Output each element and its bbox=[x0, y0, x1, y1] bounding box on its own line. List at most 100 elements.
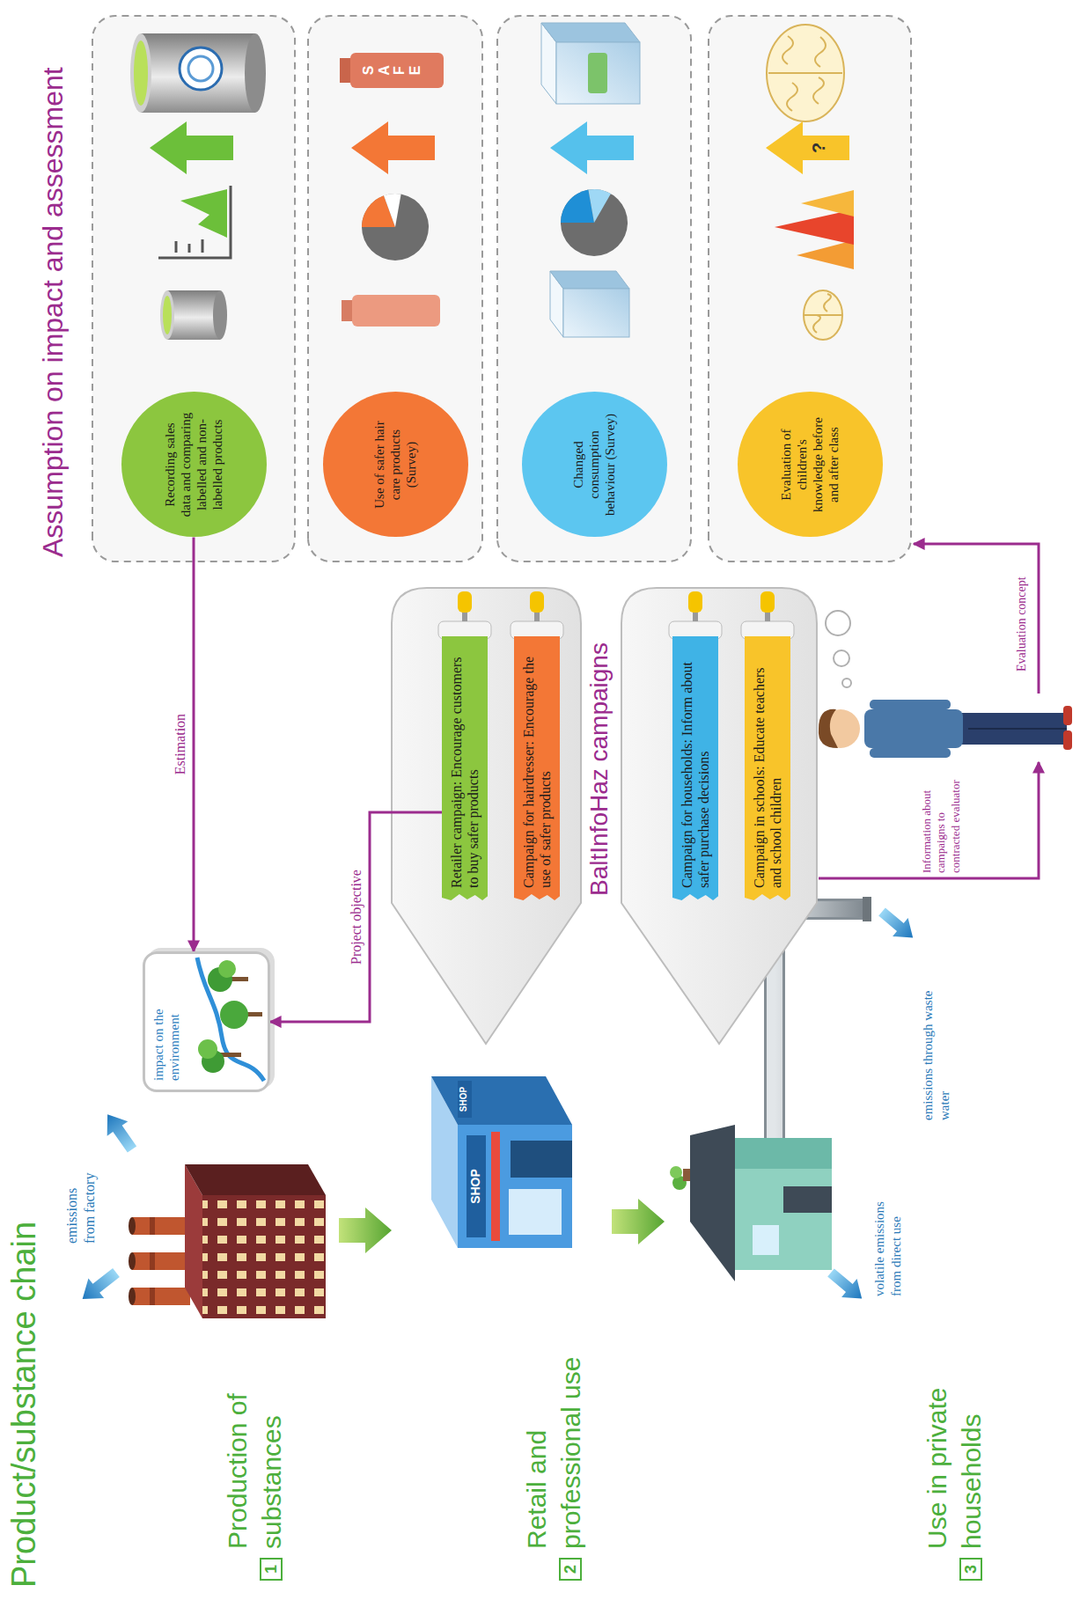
waste-water-pipe bbox=[862, 896, 872, 922]
house bbox=[669, 1124, 832, 1282]
shop-building bbox=[491, 1131, 500, 1242]
node-text: Recording sales data and comparing label… bbox=[161, 412, 226, 518]
detergent-box-icon bbox=[587, 52, 608, 94]
paint-can-icon bbox=[188, 56, 214, 81]
evaluator-person bbox=[864, 709, 963, 749]
factory-building bbox=[132, 1252, 191, 1271]
pie-chart-icon bbox=[361, 193, 429, 261]
paint-can-icon bbox=[133, 40, 148, 106]
campaign-stripe: Retailer campaign: Encourage customers t… bbox=[441, 636, 488, 901]
assessment-panel bbox=[308, 15, 483, 562]
flow-arrow bbox=[611, 1198, 665, 1245]
emission-label: emissions through waste water bbox=[919, 988, 954, 1121]
flame-bars-icon bbox=[800, 190, 854, 217]
thought-bubble bbox=[842, 678, 852, 688]
environment-picture bbox=[197, 957, 265, 1081]
flame-bars-icon bbox=[796, 240, 854, 270]
brain-icon bbox=[815, 36, 826, 67]
assessment-panel bbox=[708, 15, 912, 562]
increase-arrow bbox=[550, 121, 634, 175]
emission-arrow bbox=[96, 1107, 142, 1157]
campaign-stripe: Campaign for households: Inform about sa… bbox=[672, 636, 719, 901]
paint-can-icon bbox=[160, 290, 175, 340]
arrow-label: Evaluation concept bbox=[1013, 576, 1030, 672]
factory-building bbox=[132, 1287, 191, 1306]
factory-building bbox=[128, 1252, 136, 1271]
environment-picture bbox=[220, 1000, 249, 1029]
brain-icon bbox=[813, 77, 824, 104]
node-text: Retailer campaign: Encourage customers t… bbox=[448, 652, 482, 889]
shop-building bbox=[457, 1124, 573, 1249]
house bbox=[683, 1168, 691, 1182]
stage-heading: Production of substances bbox=[220, 1311, 289, 1550]
connector-label: Project objective bbox=[347, 866, 365, 968]
flame-bars-icon bbox=[774, 190, 854, 270]
increase-arrow bbox=[149, 121, 850, 175]
paint-can-icon bbox=[140, 33, 256, 113]
brain-icon bbox=[813, 315, 821, 333]
detergent-box-icon bbox=[541, 22, 640, 338]
factory-building bbox=[202, 1195, 326, 1319]
thought-bubble bbox=[825, 610, 852, 688]
house bbox=[783, 1186, 832, 1213]
pie-chart-icon bbox=[383, 193, 402, 228]
node-text: Campaign for households: Inform about sa… bbox=[678, 652, 713, 889]
node-text: Changed consumption behaviour (Survey) bbox=[570, 412, 618, 518]
assessment-circle: Evaluation of children's knowledge befor… bbox=[737, 392, 883, 538]
factory-building bbox=[128, 1164, 326, 1319]
shop-building bbox=[466, 1135, 486, 1238]
spray-can-icon bbox=[341, 300, 354, 322]
shop-building bbox=[457, 1080, 472, 1118]
paint-roller bbox=[529, 591, 544, 613]
brain-icon bbox=[766, 24, 845, 340]
emission-label: emissions from factory bbox=[63, 1162, 99, 1244]
campaign-stripe: Campaign for hairdresser: Encourage the … bbox=[514, 636, 560, 901]
section-title: BaltInfoHaz campaigns bbox=[583, 642, 615, 897]
assessment-circle: Use of safer hair care products (Survey) bbox=[323, 392, 469, 538]
spray-can-icon bbox=[339, 58, 353, 83]
spray-can-icon bbox=[339, 52, 444, 327]
sales-chart-icon bbox=[180, 189, 228, 238]
factory-building bbox=[149, 1287, 155, 1306]
detergent-box-icon bbox=[550, 271, 630, 289]
sales-chart-icon bbox=[201, 239, 205, 253]
shop-building bbox=[431, 1076, 573, 1125]
detergent-box-icon bbox=[556, 42, 640, 104]
brain-icon bbox=[768, 72, 843, 74]
flame-bars-icon bbox=[774, 209, 854, 245]
brain-icon bbox=[786, 82, 798, 111]
evaluation-arrow bbox=[818, 762, 1039, 879]
increase-arrow bbox=[149, 121, 234, 175]
environment-picture bbox=[142, 947, 275, 1093]
campaign-bubble bbox=[391, 587, 817, 1044]
brain-icon bbox=[804, 314, 842, 316]
shop-sign: SHOP bbox=[468, 1135, 485, 1238]
paint-can-icon bbox=[167, 290, 221, 340]
emission-arrow bbox=[822, 903, 921, 1308]
connector-arrow bbox=[192, 537, 196, 953]
evaluator-person bbox=[968, 727, 1067, 730]
assessment-circle: Changed consumption behaviour (Survey) bbox=[521, 392, 668, 538]
sales-chart-icon bbox=[158, 185, 231, 258]
arrow-label: Information about campaigns to contracte… bbox=[919, 764, 963, 874]
factory-building bbox=[132, 1217, 191, 1235]
sales-chart-icon bbox=[158, 185, 231, 258]
connector-label: Estimation bbox=[171, 711, 189, 778]
brain-icon bbox=[766, 24, 845, 122]
emission-arrow bbox=[74, 1263, 125, 1310]
environment-box: impact on the environment bbox=[142, 951, 271, 1093]
paint-can-icon bbox=[179, 47, 222, 90]
stage-label: 1Production of substances bbox=[220, 1311, 289, 1581]
paint-roller bbox=[688, 591, 703, 613]
shop-building bbox=[510, 1140, 573, 1178]
paint-can-icon bbox=[244, 33, 266, 113]
node-text: impact on the environment bbox=[150, 962, 183, 1081]
spray-can-icon bbox=[350, 52, 444, 89]
shop-building bbox=[431, 1076, 573, 1249]
brain-icon bbox=[823, 293, 831, 312]
evaluator-person bbox=[1063, 730, 1073, 750]
stage-label: 2Retail and professional use bbox=[519, 1311, 588, 1581]
stage-number: 2 bbox=[558, 1557, 582, 1581]
flow-arrow bbox=[338, 1207, 392, 1254]
